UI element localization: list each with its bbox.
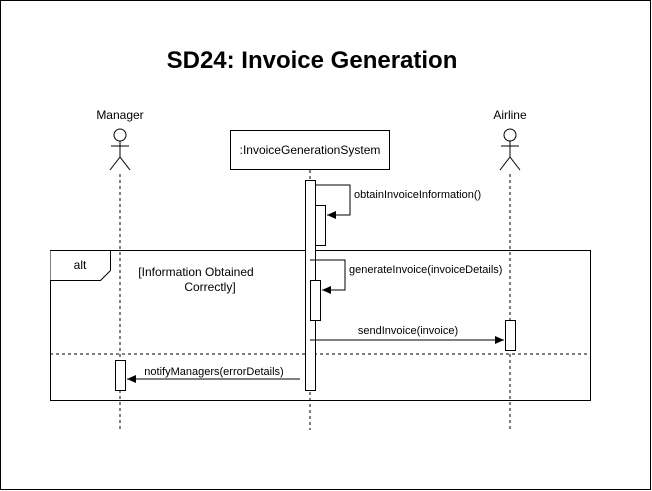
system-activation-obtain: [315, 205, 326, 246]
alt-fragment-frame: [50, 250, 591, 401]
alt-guard-line-2: Correctly]: [184, 280, 235, 294]
alt-operator-label: alt: [74, 258, 87, 272]
manager-stick-figure-icon: [109, 128, 131, 171]
manager-activation: [115, 360, 126, 391]
alt-operator-tab: [50, 250, 111, 281]
message-send-invoice[interactable]: sendInvoice(invoice): [310, 325, 504, 344]
manager-label: Manager: [96, 108, 143, 122]
system-participant[interactable]: :InvoiceGenerationSystem: [230, 130, 390, 170]
system-activation-generate: [310, 280, 321, 321]
system-box: [230, 130, 390, 170]
message-obtain-label: obtainInvoiceInformation(): [354, 189, 481, 201]
airline-label: Airline: [493, 108, 527, 122]
message-notify-label: notifyManagers(errorDetails): [144, 366, 283, 378]
message-obtain-invoice-information[interactable]: obtainInvoiceInformation(): [315, 184, 481, 219]
airline-actor[interactable]: Airline: [493, 108, 527, 171]
alt-fragment: alt [Information Obtained Correctly]: [50, 250, 591, 401]
message-generate-invoice[interactable]: generateInvoice(invoiceDetails): [310, 259, 502, 294]
airline-stick-figure-icon: [499, 128, 521, 171]
system-label: :InvoiceGenerationSystem: [240, 143, 381, 157]
alt-guard-line-1: [Information Obtained: [138, 265, 253, 279]
message-generate-label: generateInvoice(invoiceDetails): [349, 264, 502, 276]
airline-activation: [505, 320, 516, 351]
message-notify-managers[interactable]: notifyManagers(errorDetails): [127, 366, 300, 383]
message-send-label: sendInvoice(invoice): [358, 325, 458, 337]
diagram-title: SD24: Invoice Generation: [167, 47, 458, 74]
manager-actor[interactable]: Manager: [96, 108, 144, 171]
